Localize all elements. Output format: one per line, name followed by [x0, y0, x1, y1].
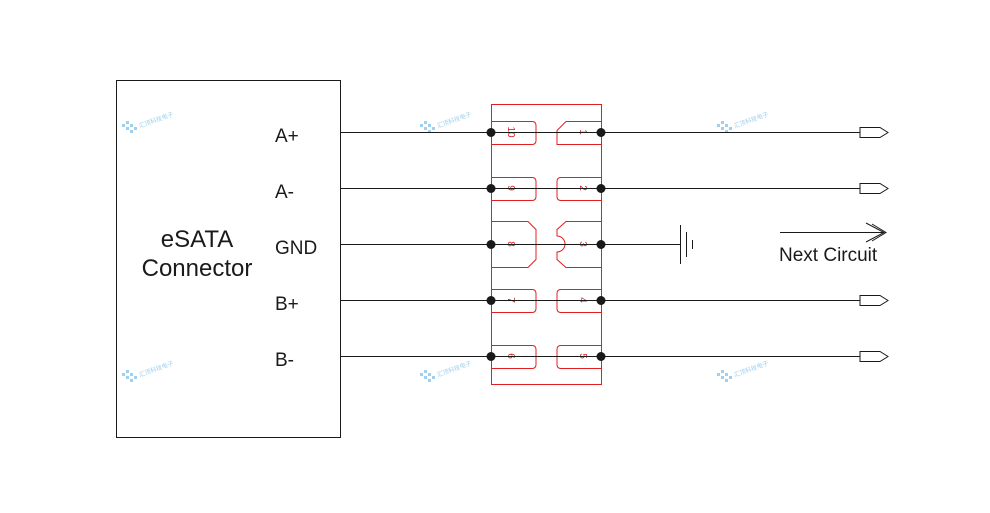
pin-label-gnd: GND [275, 238, 317, 259]
esata-connector-box [116, 80, 341, 438]
connector-title-line2: Connector [142, 255, 253, 282]
watermark-text: 汇顶科技电子 [436, 359, 473, 379]
offpage-connectors [859, 127, 889, 362]
watermark-text: 汇顶科技电子 [733, 110, 770, 130]
pin-label-b-plus: B+ [275, 294, 299, 315]
watermark-1: 汇顶科技电子 [122, 110, 175, 133]
ground-icon [680, 225, 693, 264]
watermark-3: 汇顶科技电子 [717, 110, 770, 133]
junction-dots [486, 128, 606, 361]
watermark-text: 汇顶科技电子 [436, 110, 473, 130]
watermark-6: 汇顶科技电子 [717, 359, 770, 382]
watermark-text: 汇顶科技电子 [733, 359, 770, 379]
watermark-5: 汇顶科技电子 [420, 359, 473, 382]
watermark-4: 汇顶科技电子 [122, 359, 175, 382]
pin-label-b-minus: B- [275, 350, 294, 371]
offpage-connector-icon [859, 295, 889, 306]
offpage-connector-icon [859, 127, 889, 138]
connector-title-line1: eSATA [161, 226, 233, 253]
watermark-text: 汇顶科技电子 [138, 359, 175, 379]
next-circuit-label: Next Circuit [779, 245, 878, 266]
pin-label-a-plus: A+ [275, 126, 299, 147]
offpage-connector-icon [859, 183, 889, 194]
watermark-text: 汇顶科技电子 [138, 110, 175, 130]
offpage-connector-icon [859, 351, 889, 362]
next-circuit-arrow-icon [780, 222, 887, 243]
pin-label-a-minus: A- [275, 182, 294, 203]
pad-1 [556, 121, 602, 145]
watermark-2: 汇顶科技电子 [420, 110, 473, 133]
